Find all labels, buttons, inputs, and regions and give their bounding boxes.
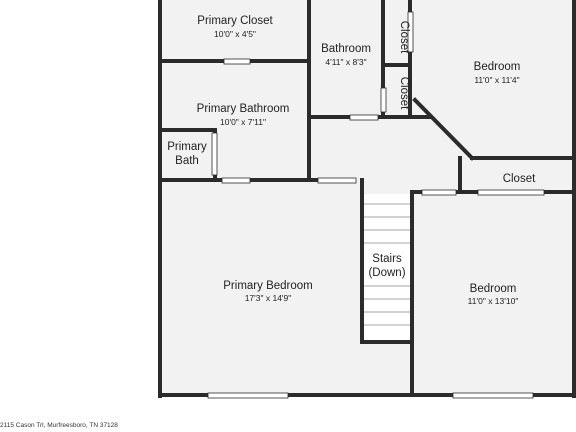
room-label: Bedroom bbox=[470, 283, 517, 295]
room-label-line2: Bath bbox=[175, 155, 199, 167]
address-caption: 2115 Cason Trl, Murfreesboro, TN 37128 bbox=[0, 422, 118, 429]
room-primary-closet: Primary Closet 10'0" x 4'5" bbox=[197, 15, 273, 39]
room-dimensions: 10'0" x 7'11" bbox=[220, 117, 266, 127]
room-label-line1: Primary bbox=[167, 141, 207, 153]
room-label: Bathroom bbox=[321, 43, 371, 55]
room-label: Primary Bedroom bbox=[223, 280, 312, 292]
room-bathroom: Bathroom 4'11" x 8'3" bbox=[321, 43, 371, 67]
room-bedroom-bottom: Bedroom 11'0" x 13'10" bbox=[468, 283, 519, 306]
room-label: Closet bbox=[503, 173, 536, 185]
room-closet-mid: Closet bbox=[398, 77, 410, 110]
windows bbox=[207, 11, 545, 399]
room-closet-top: Closet bbox=[398, 21, 410, 54]
room-primary-bath: Primary Bath bbox=[167, 141, 207, 167]
room-dimensions: 4'11" x 8'3" bbox=[325, 57, 366, 67]
room-dimensions: 10'0" x 4'5" bbox=[214, 29, 256, 39]
room-dimensions: 11'0" x 11'4" bbox=[474, 75, 519, 85]
room-dimensions: 17'3" x 14'9" bbox=[245, 293, 292, 303]
room-stairs: Stairs (Down) bbox=[368, 253, 405, 279]
room-label-line2: (Down) bbox=[368, 267, 405, 279]
room-primary-bedroom: Primary Bedroom 17'3" x 14'9" bbox=[223, 280, 312, 303]
room-primary-bathroom: Primary Bathroom 10'0" x 7'11" bbox=[197, 103, 290, 127]
room-label: Primary Closet bbox=[197, 15, 273, 27]
room-bedroom-top: Bedroom 11'0" x 11'4" bbox=[474, 61, 521, 85]
room-label: Closet bbox=[398, 21, 410, 54]
stair-treads bbox=[364, 194, 410, 340]
room-label-line1: Stairs bbox=[372, 253, 402, 265]
room-dimensions: 11'0" x 13'10" bbox=[468, 296, 519, 306]
room-closet-right: Closet bbox=[503, 173, 536, 185]
room-label: Closet bbox=[398, 77, 410, 110]
room-label: Bedroom bbox=[474, 61, 521, 73]
room-label: Primary Bathroom bbox=[197, 103, 290, 115]
